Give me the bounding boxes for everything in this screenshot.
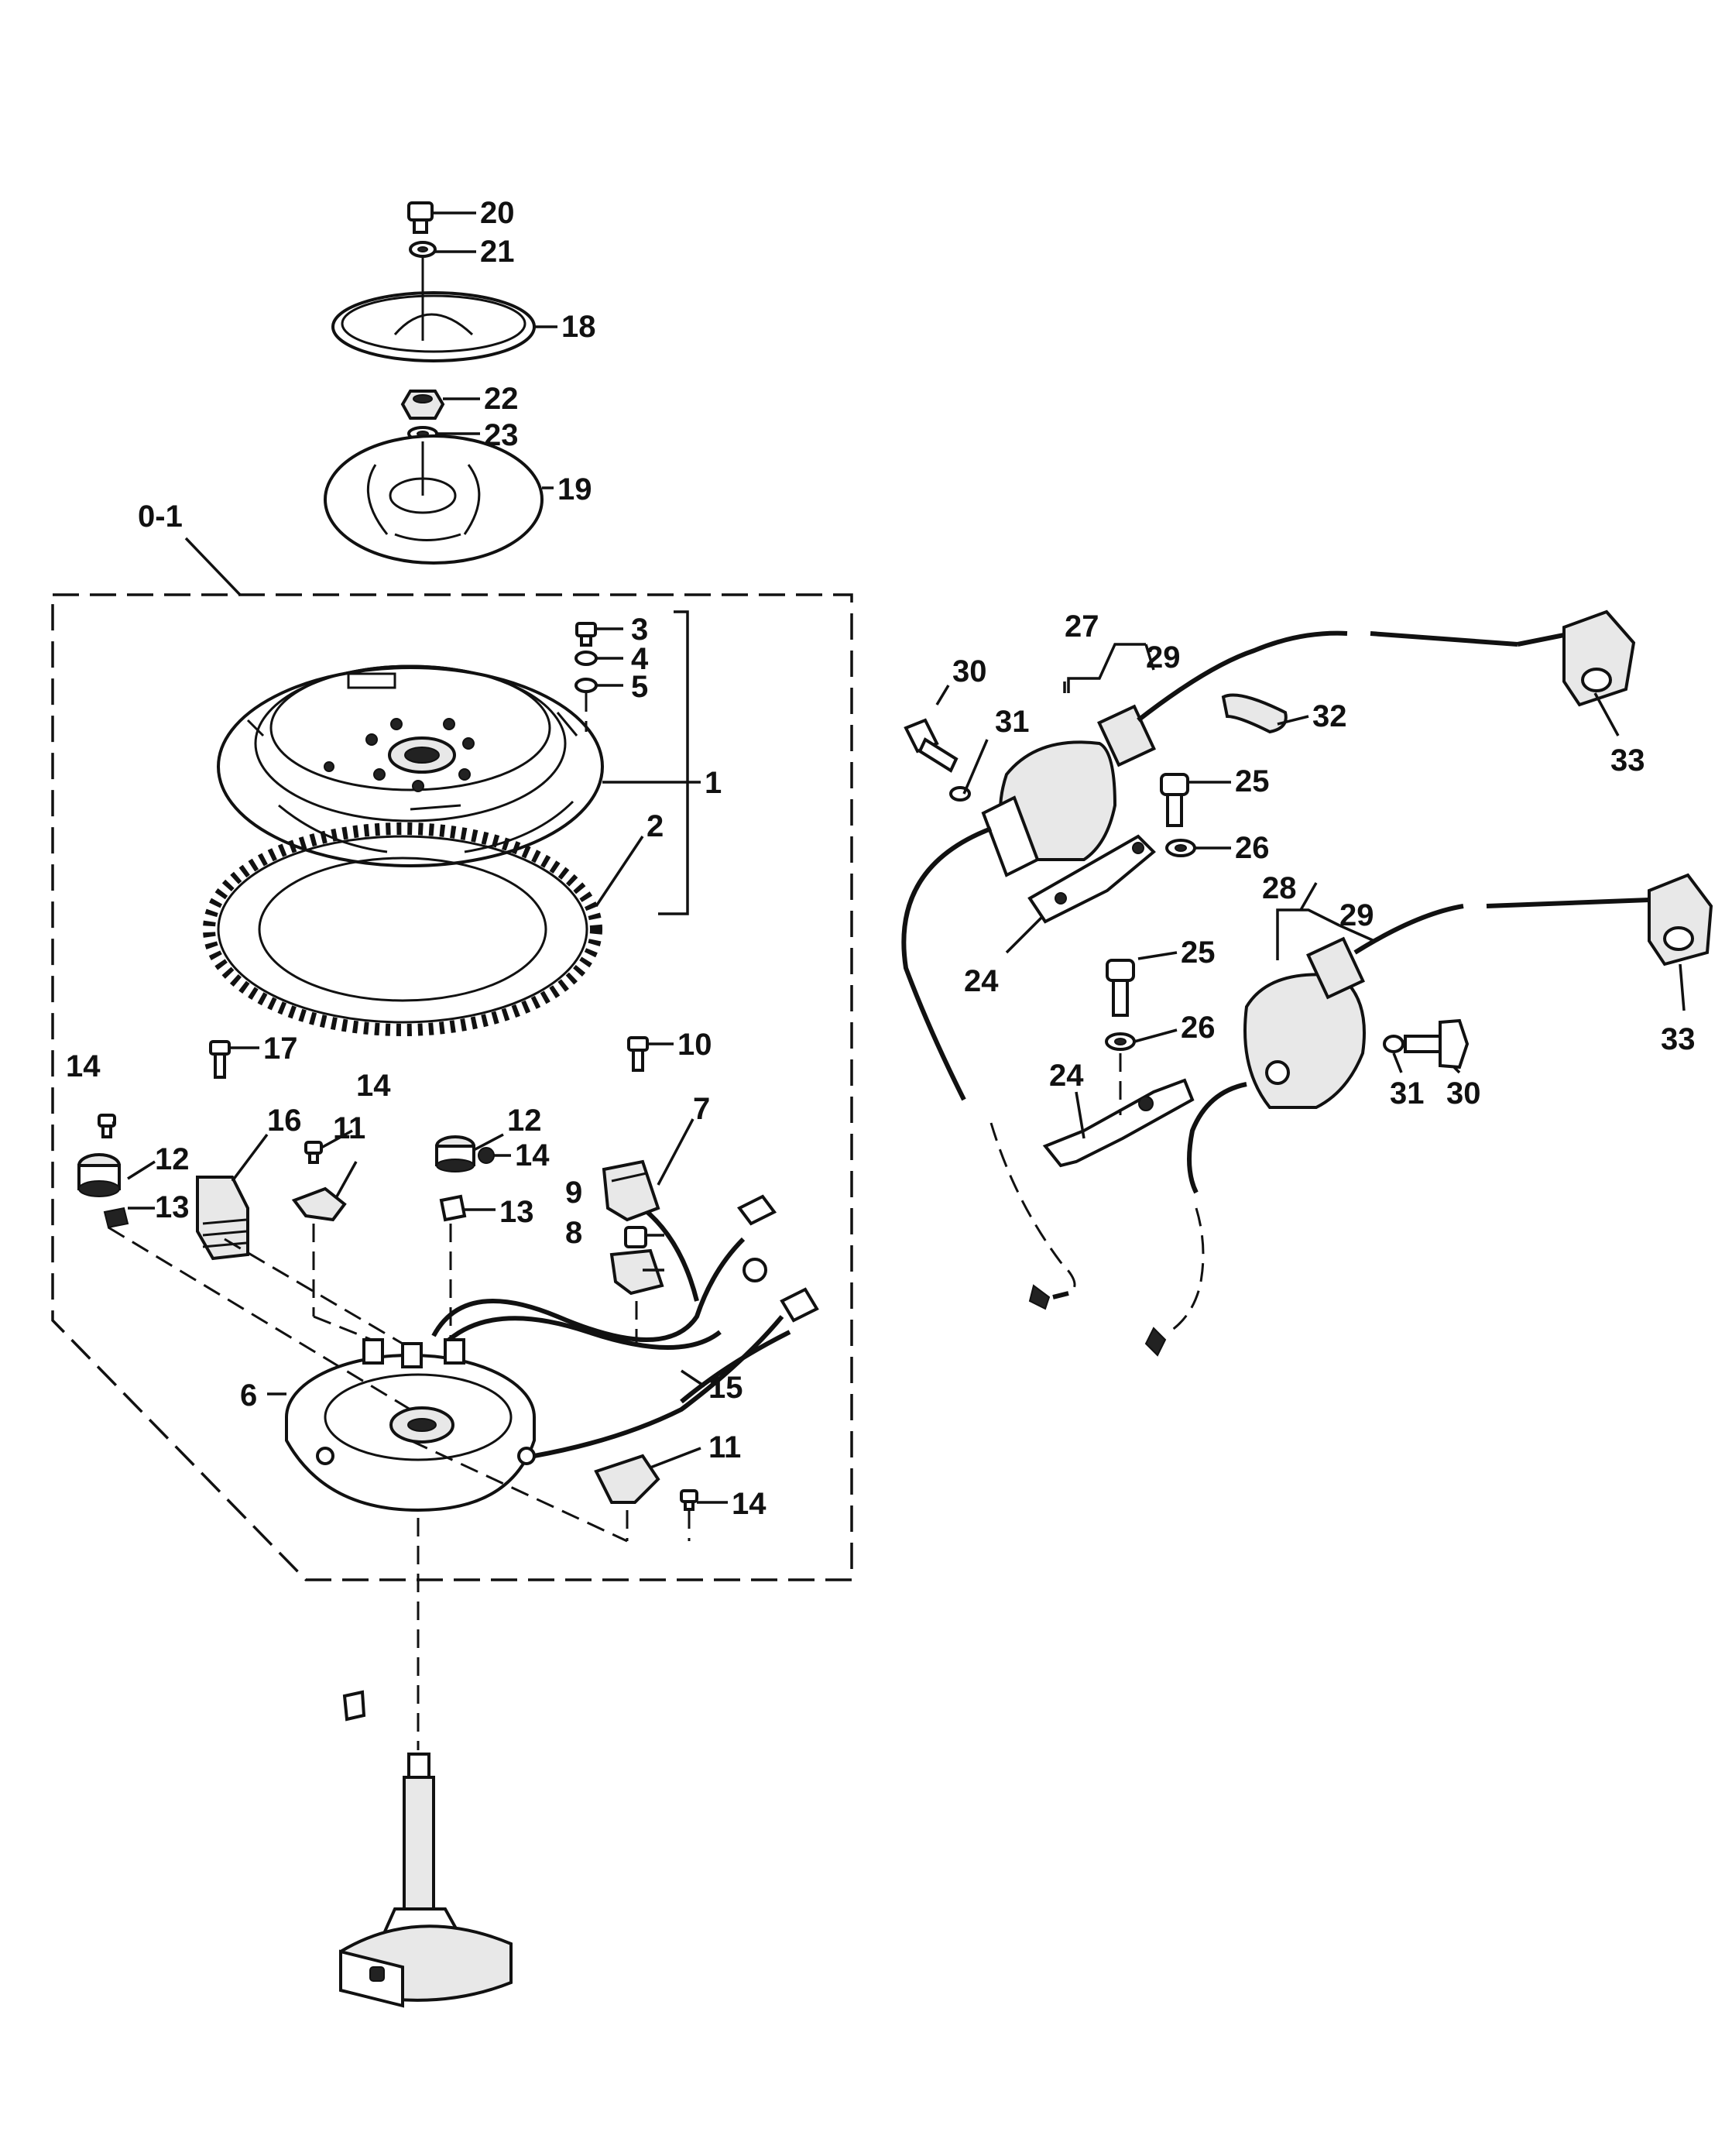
trigger-part-8 — [609, 1248, 664, 1296]
callout-13b: 13 — [499, 1195, 534, 1229]
cover-bolt-part-20 — [407, 201, 434, 234]
clip-part-32 — [1221, 693, 1288, 734]
flywheel-cover-part-18 — [331, 256, 536, 362]
screw-part-14-bottom — [680, 1489, 698, 1511]
callout-33a: 33 — [1610, 743, 1645, 778]
screw-part-14-right — [478, 1147, 495, 1164]
callout-14b: 14 — [356, 1069, 391, 1103]
callout-25a: 25 — [1235, 764, 1270, 798]
spark-plug-lead-part-29-upper — [1137, 630, 1565, 723]
callout-28: 28 — [1262, 871, 1297, 905]
callout-18: 18 — [561, 310, 596, 344]
callout-17: 17 — [263, 1032, 298, 1066]
stator-plate-part-6 — [285, 1338, 536, 1512]
callout-25b: 25 — [1181, 936, 1216, 970]
screw-part-14-left — [98, 1114, 116, 1138]
callout-7: 7 — [693, 1092, 710, 1126]
bolt-part-25-lower — [1106, 959, 1135, 1017]
crankshaft-base — [339, 1690, 513, 2008]
callout-29b: 29 — [1339, 898, 1374, 932]
clip-part-13-mid — [439, 1194, 467, 1222]
clip-part-13-left — [103, 1207, 129, 1229]
callout-2: 2 — [646, 809, 664, 843]
ignition-coil-part-27 — [981, 704, 1156, 877]
callout-3: 3 — [631, 613, 648, 647]
ignition-coil-part-28 — [1243, 936, 1366, 1109]
callout-14a: 14 — [66, 1049, 101, 1083]
bolt-part-30-lower — [1404, 1018, 1470, 1069]
callout-27: 27 — [1065, 609, 1099, 644]
bracket-part-11-bottom — [594, 1454, 660, 1504]
callout-14c: 14 — [515, 1138, 550, 1172]
washer-part-5 — [574, 678, 598, 732]
bolt-part-30-upper — [904, 718, 959, 773]
bracket-part-24-lower — [1042, 1053, 1195, 1168]
callout-20: 20 — [480, 196, 515, 230]
callout-4: 4 — [631, 642, 649, 676]
bracket-part-24-upper — [1027, 834, 1156, 924]
washer-part-26-upper — [1165, 839, 1196, 857]
callout-29a: 29 — [1146, 640, 1181, 675]
callout-24b: 24 — [1049, 1059, 1084, 1093]
callout-22: 22 — [484, 382, 519, 416]
plate-part-19 — [324, 434, 544, 565]
callout-33b: 33 — [1661, 1022, 1696, 1056]
screw-part-17 — [209, 1040, 231, 1079]
callout-23: 23 — [484, 418, 519, 452]
callout-11b: 11 — [708, 1430, 741, 1464]
callout-5: 5 — [631, 670, 648, 704]
washer-part-21 — [409, 241, 437, 258]
ring-gear-part-2 — [203, 822, 602, 1036]
callout-31a: 31 — [995, 705, 1030, 739]
callout-6: 6 — [240, 1378, 257, 1413]
callout-31b: 31 — [1390, 1076, 1425, 1111]
lockwasher-part-4 — [574, 651, 598, 666]
leader-lines — [112, 211, 1686, 1504]
spark-plug-boot-part-33-lower — [1648, 873, 1713, 966]
washer-part-31-lower — [1383, 1035, 1404, 1053]
callout-14d: 14 — [732, 1487, 767, 1521]
callout-32: 32 — [1312, 699, 1347, 733]
nut-part-22 — [400, 390, 445, 420]
wire-harness-part-15 — [431, 1194, 819, 1458]
bracket-part-11-top — [291, 1186, 347, 1222]
sensor-part-12-left — [77, 1153, 121, 1197]
callout-12a: 12 — [155, 1142, 190, 1176]
callout-30a: 30 — [952, 654, 987, 688]
callout-labels: 0-1 20 21 18 22 23 19 3 4 5 1 2 17 16 14… — [66, 196, 1696, 1521]
spacer-part-9 — [624, 1226, 647, 1248]
sensor-part-12-mid — [435, 1135, 475, 1172]
callout-15: 15 — [708, 1371, 743, 1405]
screw-part-3 — [575, 622, 597, 647]
trigger-part-7 — [602, 1159, 660, 1222]
callout-16: 16 — [267, 1104, 302, 1138]
callout-13a: 13 — [155, 1190, 190, 1224]
screw-part-14-mid — [304, 1141, 323, 1164]
coil-part-16 — [196, 1176, 249, 1261]
screw-part-10 — [627, 1036, 649, 1072]
callout-12b: 12 — [507, 1104, 542, 1138]
callout-9: 9 — [565, 1176, 582, 1210]
spark-plug-lead-part-29-lower — [1353, 898, 1650, 955]
callout-19: 19 — [557, 472, 592, 506]
assembly-label: 0-1 — [138, 500, 183, 534]
callout-10: 10 — [677, 1028, 712, 1062]
callout-26b: 26 — [1181, 1011, 1216, 1045]
flywheel-part-1 — [217, 664, 604, 867]
callout-30b: 30 — [1446, 1076, 1481, 1111]
callout-1: 1 — [705, 766, 722, 800]
callout-24a: 24 — [964, 964, 999, 998]
callout-26a: 26 — [1235, 831, 1270, 865]
callout-21: 21 — [480, 235, 515, 269]
spark-plug-boot-part-33-upper — [1562, 609, 1636, 707]
washer-part-26-lower — [1105, 1032, 1136, 1051]
assembly-boundary — [51, 593, 853, 1581]
callout-8: 8 — [565, 1216, 582, 1250]
bolt-part-25-upper — [1160, 773, 1189, 827]
callout-11a: 11 — [333, 1111, 365, 1145]
